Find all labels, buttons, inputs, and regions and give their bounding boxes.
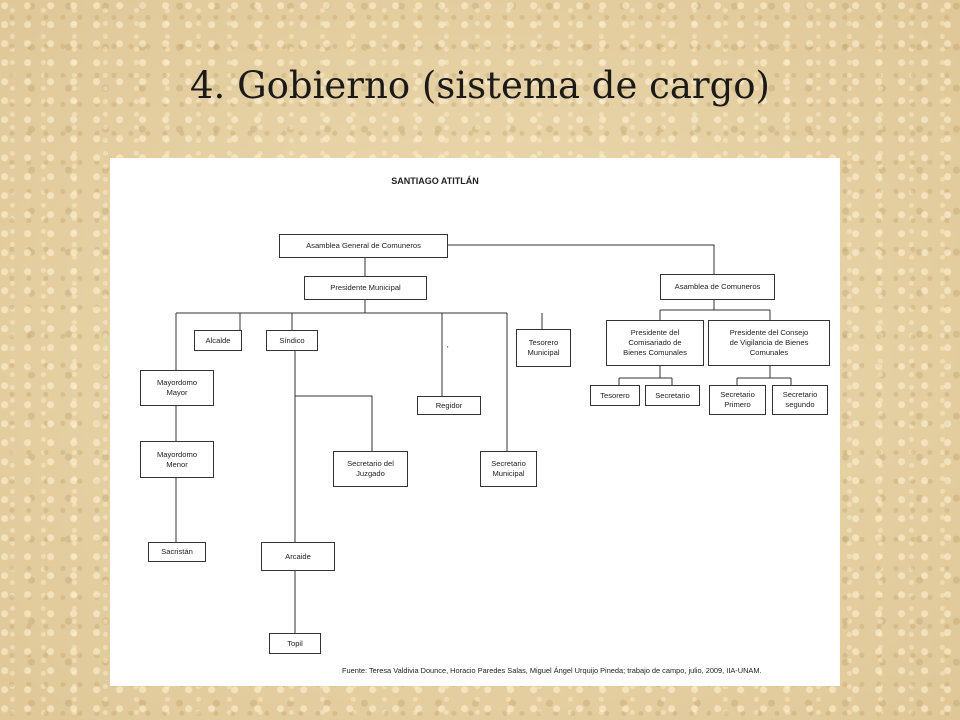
node-secretario: Secretario bbox=[645, 385, 700, 406]
node-arcaide: Arcaide bbox=[261, 542, 335, 571]
node-tesorero: Tesorero bbox=[590, 385, 640, 406]
org-chart-title: SANTIAGO ATITLÁN bbox=[391, 176, 479, 186]
node-presidente-comisariado: Presidente del Comisariado de Bienes Com… bbox=[606, 320, 704, 366]
node-secretario-primero: Secretario Primero bbox=[709, 385, 766, 415]
source-citation: Fuente: Teresa Valdivia Dounce, Horacio … bbox=[342, 666, 762, 675]
stray-mark: ' bbox=[447, 345, 449, 354]
node-alcalde: Alcalde bbox=[194, 330, 242, 351]
node-sacristan: Sacristán bbox=[148, 542, 206, 562]
node-secretario-juzgado: Secretario del Juzgado bbox=[333, 451, 408, 487]
node-asamblea-comuneros: Asamblea de Comuneros bbox=[660, 274, 775, 300]
node-topil: Topil bbox=[269, 633, 321, 654]
connector-line bbox=[295, 395, 373, 451]
connector-line bbox=[448, 244, 715, 274]
node-secretario-segundo: Secretario segundo bbox=[772, 385, 828, 415]
connector-lines bbox=[175, 244, 792, 633]
node-presidente-consejo: Presidente del Consejo de Vigilancia de … bbox=[708, 320, 830, 366]
node-secretario-municipal: Secretario Municipal bbox=[480, 451, 537, 487]
node-asamblea-general: Asamblea General de Comuneros bbox=[279, 234, 448, 258]
node-regidor: Regidor bbox=[417, 396, 481, 415]
node-sindico: Síndico bbox=[266, 330, 318, 351]
node-presidente-municipal: Presidente Municipal bbox=[304, 276, 427, 300]
node-tesorero-municipal: Tesorero Municipal bbox=[516, 329, 571, 367]
slide-title: 4. Gobierno (sistema de cargo) bbox=[190, 64, 770, 107]
node-mayordomo-menor: Mayordomo Menor bbox=[140, 441, 214, 478]
org-chart-panel: SANTIAGO ATITLÁN ' Asamblea General de C… bbox=[110, 158, 840, 686]
node-mayordomo-mayor: Mayordomo Mayor bbox=[140, 370, 214, 406]
